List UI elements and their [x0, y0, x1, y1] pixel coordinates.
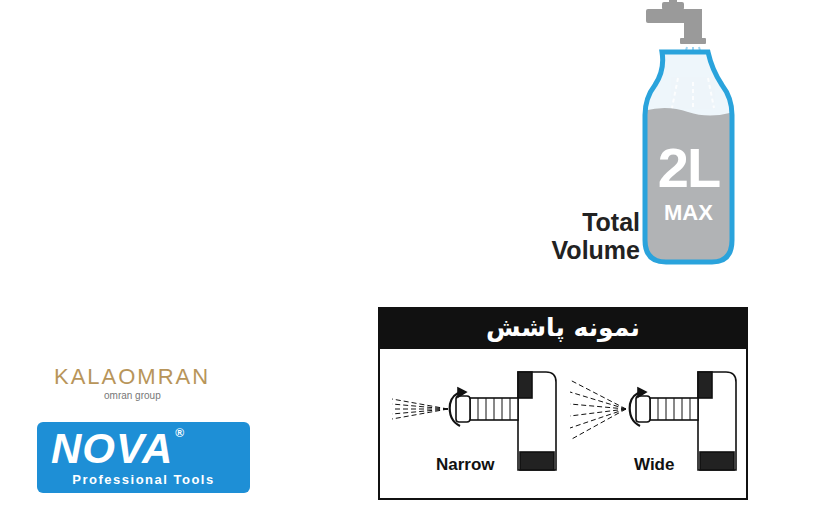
brand-name: NOVA	[51, 426, 173, 472]
faucet-icon	[646, 0, 706, 44]
bottle-icon	[640, 52, 740, 270]
spray-pattern-panel: نمونه پاشش Narrow Wide	[378, 307, 748, 500]
bottle-shape: 2L MAX	[645, 52, 732, 262]
wide-label: Wide	[634, 455, 674, 475]
brand-tagline: Professional Tools	[37, 472, 250, 487]
registered-mark: ®	[175, 426, 184, 440]
store-logo-subtitle: omran group	[104, 390, 161, 402]
volume-caption: Total Volume	[500, 208, 640, 264]
panel-heading: نمونه پاشش	[380, 313, 746, 343]
volume-value: 2L	[645, 140, 732, 196]
max-label: MAX	[645, 202, 732, 224]
store-logo-text: KALAOMRAN	[54, 364, 210, 390]
narrow-label: Narrow	[436, 455, 495, 475]
brand-logo-box: NOVA® Professional Tools	[37, 422, 250, 493]
